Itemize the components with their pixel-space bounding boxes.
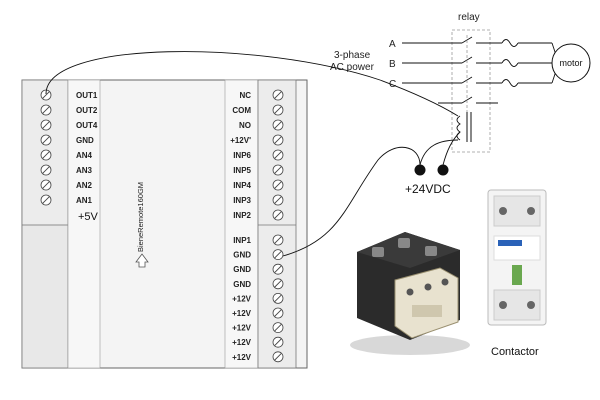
right-pin-label: INP4 xyxy=(233,181,251,190)
left-terminal-screw-slot xyxy=(42,106,50,114)
supply-terminal-pos xyxy=(437,164,449,176)
right-terminal-screw-slot xyxy=(274,236,282,244)
phase-lines xyxy=(402,35,557,118)
right-pin-label: +12V xyxy=(232,294,252,303)
right-terminal-screw-slot xyxy=(274,280,282,288)
right-terminal-screws xyxy=(272,89,284,363)
right-pin-label: INP2 xyxy=(233,211,251,220)
contactor-caption: Contactor xyxy=(491,346,539,358)
right-pin-label: +12V xyxy=(232,353,252,362)
right-terminal-screw-slot xyxy=(274,181,282,189)
right-terminal-screw-slot xyxy=(274,196,282,204)
relay-coil-icon xyxy=(456,112,472,142)
left-terminal-screws xyxy=(40,89,52,206)
right-terminal-screw-slot xyxy=(274,294,282,302)
right-terminal-screw-slot xyxy=(274,121,282,129)
right-pin-label: +12V xyxy=(232,309,252,318)
supply-label: +24VDC xyxy=(405,182,451,196)
right-pin-label: INP1 xyxy=(233,236,251,245)
left-terminal-screw-slot xyxy=(42,151,50,159)
out1-wire xyxy=(45,51,459,117)
right-terminal-screw-slot xyxy=(274,265,282,273)
right-pin-label: COM xyxy=(232,106,251,115)
right-pin-label: INP6 xyxy=(233,151,251,160)
phase-a-label: A xyxy=(389,39,396,50)
right-terminal-screw-slot xyxy=(274,211,282,219)
board-logo: BieneRemote160GM xyxy=(135,182,149,268)
wires xyxy=(45,51,461,257)
gnd-wire xyxy=(282,146,421,257)
motor-label: motor xyxy=(559,58,582,68)
phase-label-line2: AC power xyxy=(330,62,375,73)
right-terminal-screw-slot xyxy=(274,353,282,361)
left-pin-label: GND xyxy=(76,136,94,145)
bee-logo-icon xyxy=(135,253,149,268)
motor-symbol: motor xyxy=(551,43,591,83)
left-pin-label: AN2 xyxy=(76,181,93,190)
right-terminal-screw-slot xyxy=(274,166,282,174)
left-blank-block xyxy=(21,224,69,369)
right-terminal-screw-slot xyxy=(274,106,282,114)
right-label-column xyxy=(224,79,259,369)
right-terminal-screw-slot xyxy=(274,136,282,144)
right-terminal-screw-slot xyxy=(274,338,282,346)
supply-terminal-neg xyxy=(414,164,426,176)
right-terminal-screw-slot xyxy=(274,151,282,159)
relay-schematic: relay 3-phase AC power A B C xyxy=(330,12,591,153)
left-terminal-screw-slot xyxy=(42,181,50,189)
phase-label-line1: 3-phase xyxy=(334,50,371,61)
left-label-column xyxy=(67,79,101,369)
right-terminal-screw-slot xyxy=(274,91,282,99)
right-terminal-screw-slot xyxy=(274,251,282,259)
phase-b-label: B xyxy=(389,59,396,70)
right-pin-label: NO xyxy=(239,121,251,130)
right-pin-label: GND xyxy=(233,265,251,274)
left-terminal-screw-slot xyxy=(42,91,50,99)
left-power-label: +5V xyxy=(78,211,99,223)
relay-title: relay xyxy=(458,12,480,23)
left-pin-label: AN4 xyxy=(76,151,93,160)
right-pin-label: +12V xyxy=(232,324,252,333)
right-pin-label: INP5 xyxy=(233,166,251,175)
contactor-photo-large xyxy=(350,232,470,355)
right-pin-label: NC xyxy=(239,91,251,100)
board-name: BieneRemote160GM xyxy=(136,182,145,252)
contactor-photo-small: Contactor xyxy=(487,189,547,358)
left-terminal-screw-slot xyxy=(42,166,50,174)
left-pin-label: AN3 xyxy=(76,166,93,175)
left-pin-label: OUT2 xyxy=(76,106,98,115)
right-terminal-screw-slot xyxy=(274,324,282,332)
right-terminal-screw-slot xyxy=(274,309,282,317)
right-pin-label: GND xyxy=(233,251,251,260)
left-pin-label: OUT1 xyxy=(76,91,98,100)
left-pin-label: AN1 xyxy=(76,196,93,205)
dc-supply: +24VDC xyxy=(405,164,451,196)
right-pin-label: +12V' xyxy=(230,136,251,145)
left-terminal-screw-slot xyxy=(42,196,50,204)
right-pin-label: GND xyxy=(233,280,251,289)
left-terminal-screw-slot xyxy=(42,136,50,144)
coil-to-supply-wire-2 xyxy=(442,131,461,166)
right-pin-label: INP3 xyxy=(233,196,251,205)
left-terminal-screw-slot xyxy=(42,121,50,129)
right-pin-label: +12V xyxy=(232,338,252,347)
left-pin-label: OUT4 xyxy=(76,121,98,130)
